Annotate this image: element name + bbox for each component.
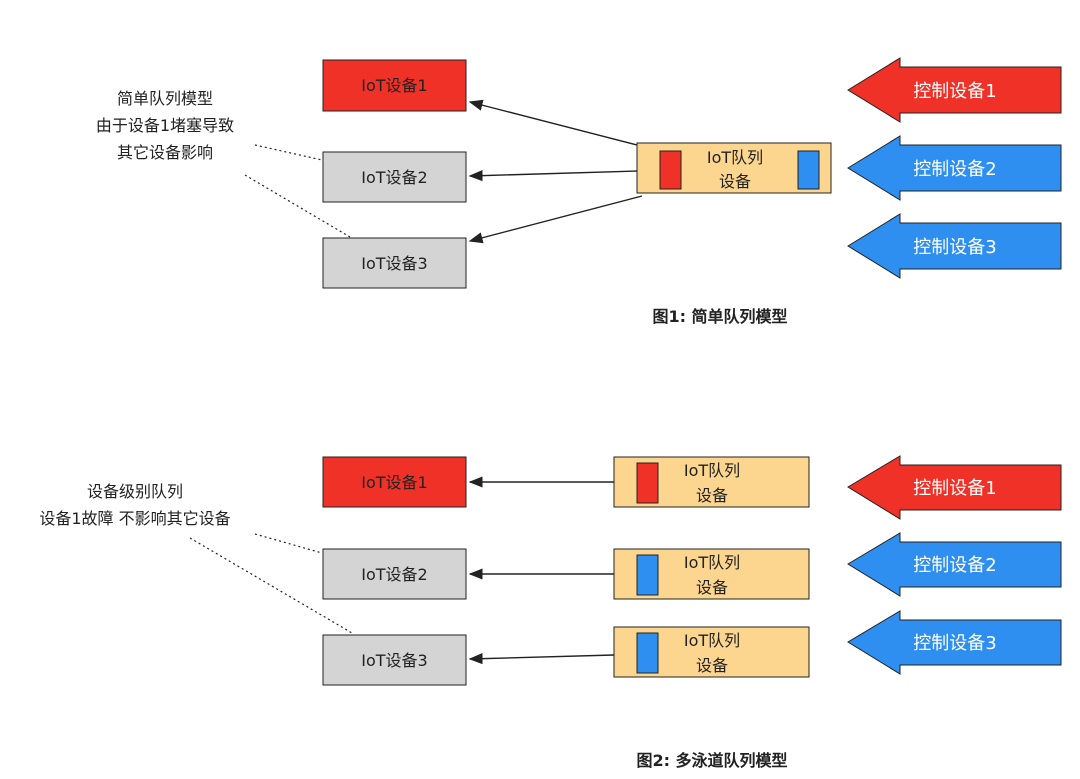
fig1-controller-2: 控制设备2 [847,135,1062,201]
fig2-note-connector-2 [189,537,353,634]
fig2-queue-2-label-1: IoT队列 [684,553,740,572]
figure-1: 简单队列模型 由于设备1堵塞导致 其它设备影响 IoT设备1 IoT设备2 Io… [96,57,1062,326]
fig2-controller-2: 控制设备2 [847,532,1062,597]
fig2-note-line-1: 设备级别队列 [87,482,183,501]
fig2-arrow-to-device-3 [468,653,615,665]
fig2-iot-device-3-label: IoT设备3 [361,651,427,670]
fig1-note-connector-2 [244,174,351,238]
fig1-queue-red-item [659,150,682,190]
fig1-arrow-to-device-1 [468,99,638,146]
fig1-queue-label-1: IoT队列 [707,148,763,167]
fig1-caption: 图1: 简单队列模型 [652,307,787,326]
fig2-iot-queue-1: IoT队列 设备 [613,456,810,508]
fig1-controller-1-label: 控制设备1 [913,81,996,102]
fig1-iot-device-3: IoT设备3 [322,237,467,289]
fig1-note-line-3: 其它设备影响 [117,143,213,162]
fig2-iot-queue-2: IoT队列 设备 [613,548,810,600]
fig1-note-connector-1 [254,144,323,161]
fig2-iot-device-1-label: IoT设备1 [361,473,427,492]
fig1-note-line-1: 简单队列模型 [117,89,213,108]
fig2-iot-queue-3: IoT队列 设备 [613,626,810,678]
fig1-arrow-to-device-3 [468,195,643,244]
fig2-iot-device-2-label: IoT设备2 [361,565,427,584]
fig1-iot-device-1: IoT设备1 [322,59,467,112]
fig1-queue-label-2: 设备 [719,172,751,191]
fig1-iot-queue: IoT队列 设备 [636,142,832,194]
fig2-queue-1-label-2: 设备 [696,486,728,505]
fig2-queue-2-label-2: 设备 [696,578,728,597]
fig2-controller-3: 控制设备3 [847,610,1062,675]
fig1-iot-device-2: IoT设备2 [322,151,467,203]
fig2-queue-1-label-1: IoT队列 [684,461,740,480]
fig1-note-line-2: 由于设备1堵塞导致 [96,116,234,135]
figure-2: 设备级别队列 设备1故障 不影响其它设备 IoT设备1 IoT设备2 IoT设备… [39,455,1062,770]
fig1-controller-3-label: 控制设备3 [913,237,996,258]
fig2-iot-device-2: IoT设备2 [322,548,467,600]
fig1-queue-blue-item [797,150,820,190]
fig2-queue-3-blue-item [636,632,659,674]
fig2-queue-1-red-item [636,462,659,504]
fig2-caption: 图2: 多泳道队列模型 [636,751,787,770]
fig2-controller-3-label: 控制设备3 [913,633,996,654]
fig2-iot-device-1: IoT设备1 [322,456,467,508]
fig1-controller-2-label: 控制设备2 [913,159,996,180]
fig1-controller-1: 控制设备1 [847,57,1062,123]
fig1-iot-device-3-label: IoT设备3 [361,254,427,273]
fig1-controller-3: 控制设备3 [847,213,1062,279]
fig2-queue-3-label-2: 设备 [696,656,728,675]
fig2-controller-1: 控制设备1 [847,455,1062,520]
fig2-note-connector-1 [254,533,323,554]
fig2-controller-1-label: 控制设备1 [913,478,996,499]
fig2-queue-2-blue-item [636,554,659,596]
fig1-arrow-to-device-2 [468,170,638,182]
fig1-iot-device-2-label: IoT设备2 [361,168,427,187]
fig1-iot-device-1-label: IoT设备1 [361,76,427,95]
fig2-note-line-2: 设备1故障 不影响其它设备 [39,509,230,528]
fig2-controller-2-label: 控制设备2 [913,555,996,576]
fig2-iot-device-3: IoT设备3 [322,634,467,686]
fig2-queue-3-label-1: IoT队列 [684,631,740,650]
